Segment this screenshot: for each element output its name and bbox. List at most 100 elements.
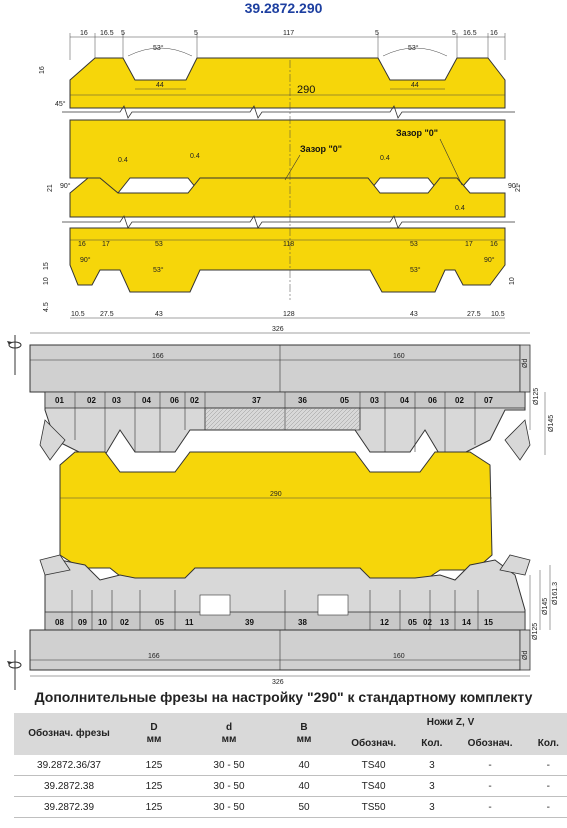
- part-label: 11: [185, 618, 194, 627]
- part-label: 08: [55, 618, 64, 627]
- part-label: 02: [87, 396, 96, 405]
- dim-text: Ø125: [533, 388, 540, 405]
- part-label: 02: [455, 396, 464, 405]
- part-label: 02: [120, 618, 129, 627]
- dim-text: 160: [393, 353, 405, 360]
- dim-text: Ø161.3: [552, 582, 559, 605]
- angle-label: 90°: [508, 182, 519, 190]
- part-label: 09: [78, 618, 87, 627]
- dim-text: 16.5: [100, 30, 114, 37]
- profile-lower-block: [69, 227, 506, 293]
- dim-text: 5: [194, 30, 198, 37]
- part-label: 37: [252, 396, 261, 405]
- knives-header: Ножи Z, V: [334, 713, 567, 733]
- profile-lower-middle-block: [69, 177, 506, 218]
- chamfer-label: 0.4: [190, 153, 200, 160]
- dim-text: 16.5: [463, 30, 477, 37]
- workpiece-blank: [59, 451, 493, 581]
- part-label: 15: [484, 618, 493, 627]
- dim-text: 21: [47, 184, 54, 192]
- dim-text: 53: [410, 241, 418, 248]
- dim-text: 128: [283, 311, 295, 318]
- profile-upper-block: [69, 57, 506, 109]
- gap-label: Зазор "0": [396, 128, 438, 138]
- part-label: 04: [142, 396, 151, 405]
- angle-label: 45°: [55, 100, 66, 108]
- angle-label: 53°: [410, 266, 421, 274]
- knife-qty-header: Кол.: [529, 733, 567, 755]
- break-line: [62, 105, 515, 119]
- knife-code-header: Обознач.: [450, 733, 530, 755]
- part-label: 05: [340, 396, 349, 405]
- chamfer-label: 0.4: [380, 155, 390, 162]
- angle-label: 90°: [484, 256, 495, 264]
- dim-text: 160: [393, 653, 405, 660]
- dim-text: 27.5: [100, 311, 114, 318]
- part-label: 10: [98, 618, 107, 627]
- part-label: 03: [370, 396, 379, 405]
- part-label: 01: [55, 396, 64, 405]
- dim-text: Ø145: [548, 415, 555, 432]
- part-label: 38: [298, 618, 307, 627]
- table-row: 39.2872.39 125 30 - 50 50 TS50 3 - -: [14, 796, 567, 818]
- part-label: 02: [423, 618, 432, 627]
- angle-label: 90°: [60, 182, 71, 190]
- part-label: 05: [155, 618, 164, 627]
- dim-text: 290: [270, 491, 282, 498]
- dim-text: 43: [410, 311, 418, 318]
- dim-text: 5: [121, 30, 125, 37]
- dim-text: 53: [155, 241, 163, 248]
- dim-text: 10: [509, 277, 516, 285]
- chamfer-label: 0.4: [118, 157, 128, 164]
- dim-text: 326: [272, 679, 284, 686]
- knife-qty-header: Кол.: [413, 733, 451, 755]
- dim-text: 5: [375, 30, 379, 37]
- dim-text: Ø125: [532, 623, 539, 640]
- angle-label: 90°: [80, 256, 91, 264]
- rotation-arrow-icon: [7, 335, 22, 375]
- dim-text: Ød: [522, 359, 529, 368]
- dim-text: 44: [156, 82, 164, 89]
- dim-text: 326: [272, 326, 284, 333]
- dim-text: 10: [43, 277, 50, 285]
- technical-drawing: 16 16.5 5 5 117 5 5 16.5 16 53° 53° 44 4…: [7, 30, 559, 690]
- part-label: 39: [245, 618, 254, 627]
- part-label: 06: [428, 396, 437, 405]
- chamfer-label: 0.4: [455, 205, 465, 212]
- dim-text: 43: [155, 311, 163, 318]
- part-label: 04: [400, 396, 409, 405]
- dim-text: 16: [39, 66, 46, 74]
- dim-text: 17: [102, 241, 110, 248]
- dim-text: 16: [490, 30, 498, 37]
- part-label: 02: [190, 396, 199, 405]
- part-label: 06: [170, 396, 179, 405]
- top-part-labels: 01 02 03 04 06 02 37 36 05 03 04 06 02 0…: [55, 396, 493, 405]
- angle-label: 53°: [408, 44, 419, 52]
- dim-text: 5: [452, 30, 456, 37]
- dim-text: 15: [43, 262, 50, 270]
- drawing-title: 39.2872.290: [244, 0, 323, 16]
- top-spindle: [29, 344, 521, 393]
- gap-label: Зазор "0": [300, 144, 342, 154]
- part-label: 07: [484, 396, 493, 405]
- bottom-part-labels: 08 09 10 02 05 11 39 38 12 05 02 13 14 1…: [55, 618, 493, 627]
- part-label: 03: [112, 396, 121, 405]
- table-heading: Дополнительные фрезы на настройку "290" …: [34, 689, 533, 705]
- dim-text: 44: [411, 82, 419, 89]
- overall-dim: 290: [297, 84, 315, 96]
- col-code-header: Обознач. фрезы: [14, 713, 124, 755]
- dim-text: 166: [148, 653, 160, 660]
- part-label: 14: [462, 618, 471, 627]
- table-row: 39.2872.38 125 30 - 50 40 TS40 3 - -: [14, 775, 567, 797]
- dim-text: 17: [465, 241, 473, 248]
- dim-text: 166: [152, 353, 164, 360]
- table-row: 39.2872.36/37 125 30 - 50 40 TS40 3 - -: [14, 755, 567, 776]
- part-label: 13: [440, 618, 449, 627]
- dim-text: 10.5: [71, 311, 85, 318]
- dim-text: Ø145: [542, 598, 549, 615]
- dim-text: 16: [78, 241, 86, 248]
